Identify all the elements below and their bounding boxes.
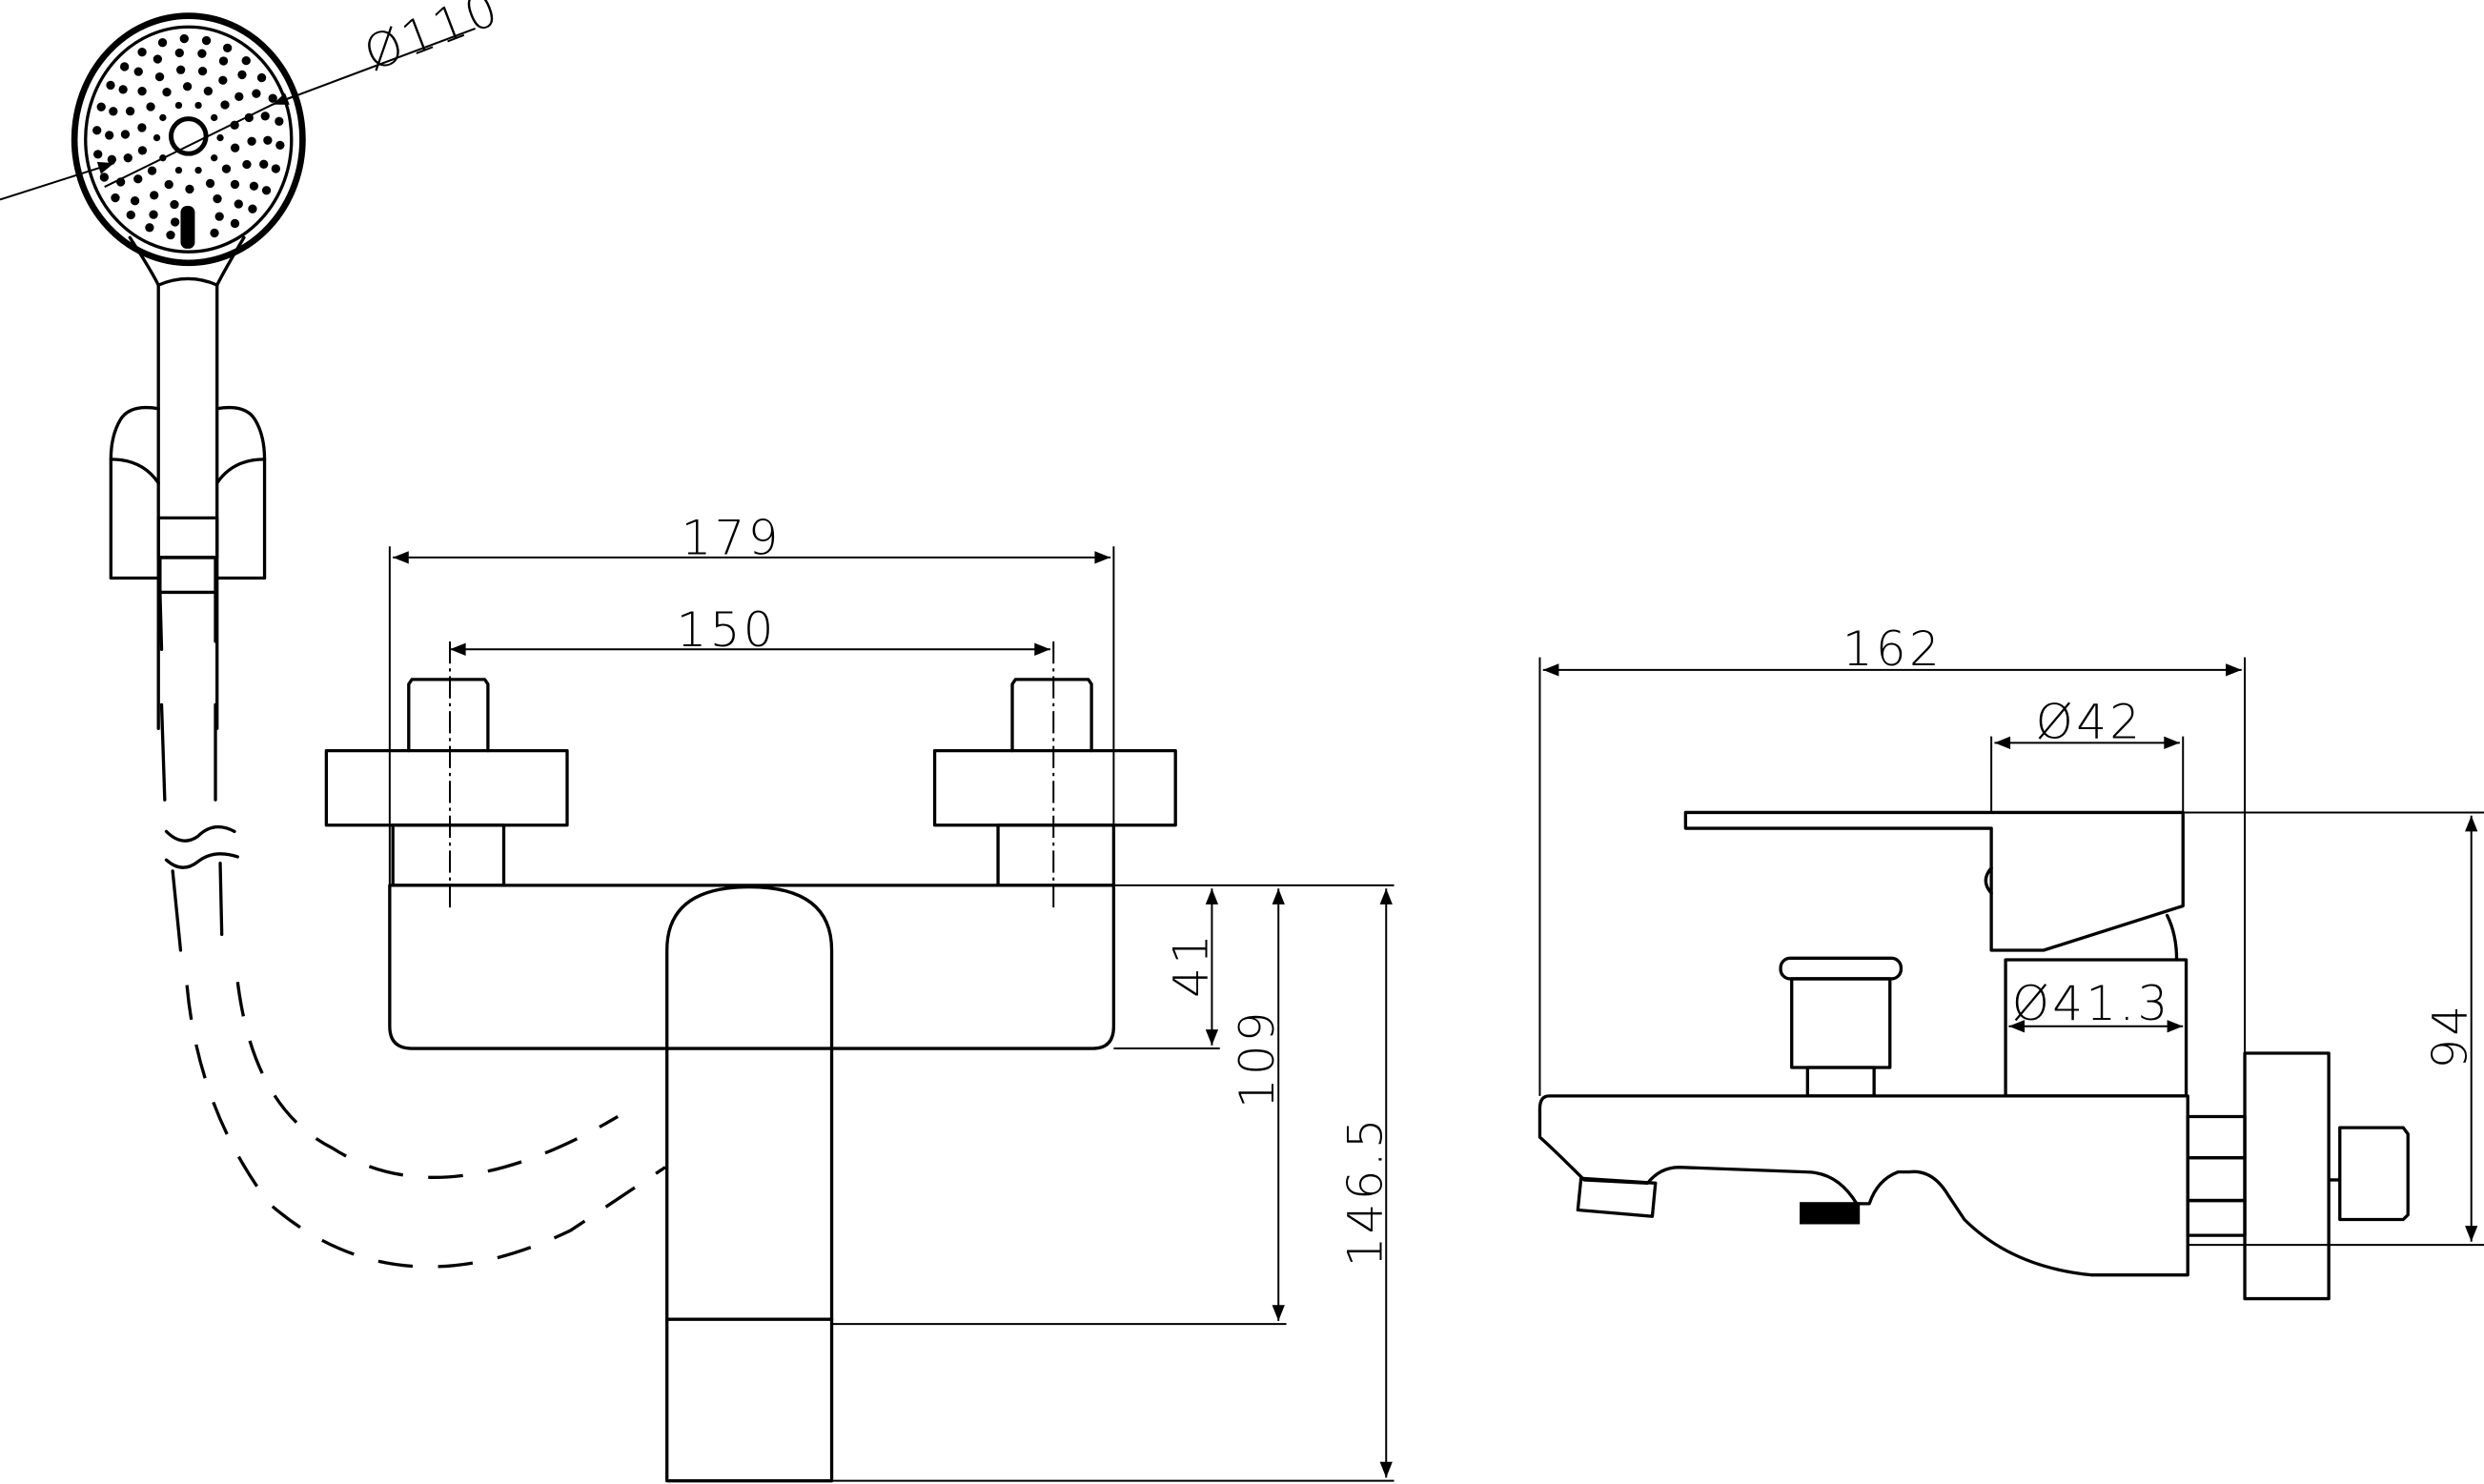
- shower-slot-icon: [180, 206, 195, 249]
- dim-cartridge-diameter: Ø41.3: [2012, 976, 2171, 1031]
- dim-overall-height: 146.5: [1337, 1115, 1393, 1267]
- dim-inlet-centers: 150: [677, 602, 777, 658]
- dim-overall-width: 179: [682, 511, 782, 566]
- dim-head-diameter: Ø110: [356, 0, 508, 82]
- side-view: 162 Ø42 Ø41.3 94: [1537, 621, 2484, 1301]
- dim-spout-height: 109: [1230, 1008, 1285, 1108]
- hand-shower-view: Ø110: [0, 0, 666, 1269]
- dim-overall-depth: 162: [1843, 621, 1943, 677]
- thread-icon: [1800, 1202, 1861, 1225]
- dim-side-height: 94: [2423, 1003, 2478, 1069]
- dim-handle-diameter: Ø42: [2036, 694, 2144, 749]
- dim-body-height: 41: [1163, 931, 1218, 998]
- front-view: 179 150 41 109 146.5: [324, 511, 1395, 1483]
